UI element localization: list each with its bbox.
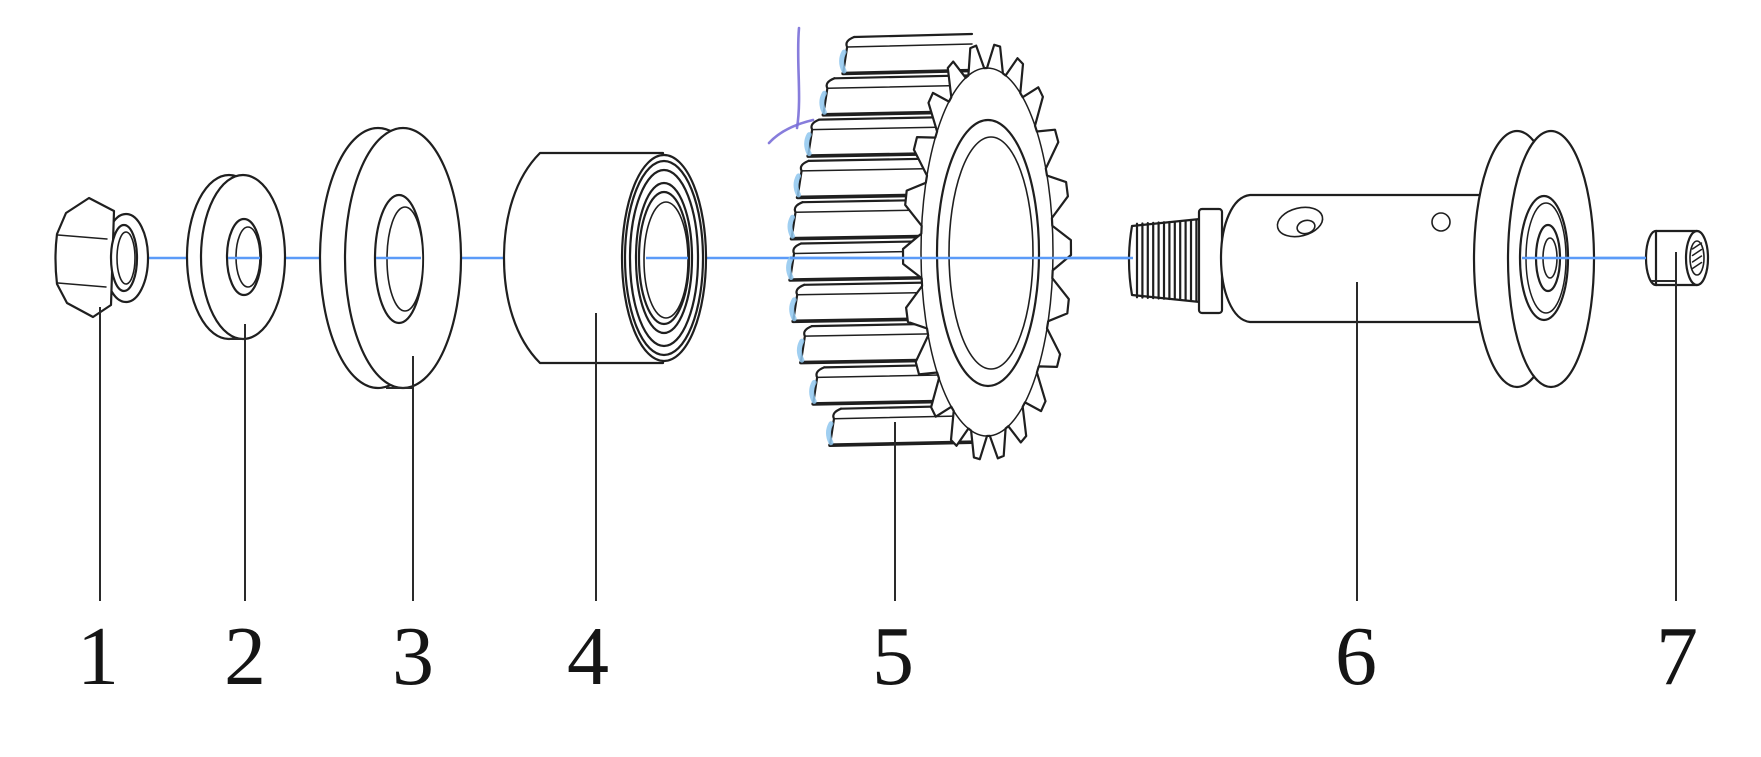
- part-number-5: 5: [872, 610, 914, 703]
- part-7-nut-small: [1644, 229, 1710, 287]
- part-numbers: 1 2 3 4 5 6 7: [77, 610, 1698, 703]
- part-4-bearing: [502, 151, 708, 365]
- part-number-7: 7: [1656, 610, 1698, 703]
- leader-line-2: [227, 324, 246, 601]
- leader-lines: [99, 252, 1677, 601]
- part-number-2: 2: [224, 610, 266, 703]
- part-6-shaft: [1127, 129, 1596, 389]
- part-number-4: 4: [567, 610, 609, 703]
- part-1-flange-nut: [54, 196, 150, 319]
- part-number-3: 3: [392, 610, 434, 703]
- part-3-washer-large: [318, 126, 463, 390]
- leader-line-3: [386, 356, 414, 601]
- sketch-mark: [767, 26, 815, 145]
- part-number-6: 6: [1335, 610, 1377, 703]
- part-5-gear: [786, 32, 1073, 461]
- leader-line-7: [1651, 252, 1677, 601]
- part-number-1: 1: [77, 610, 119, 703]
